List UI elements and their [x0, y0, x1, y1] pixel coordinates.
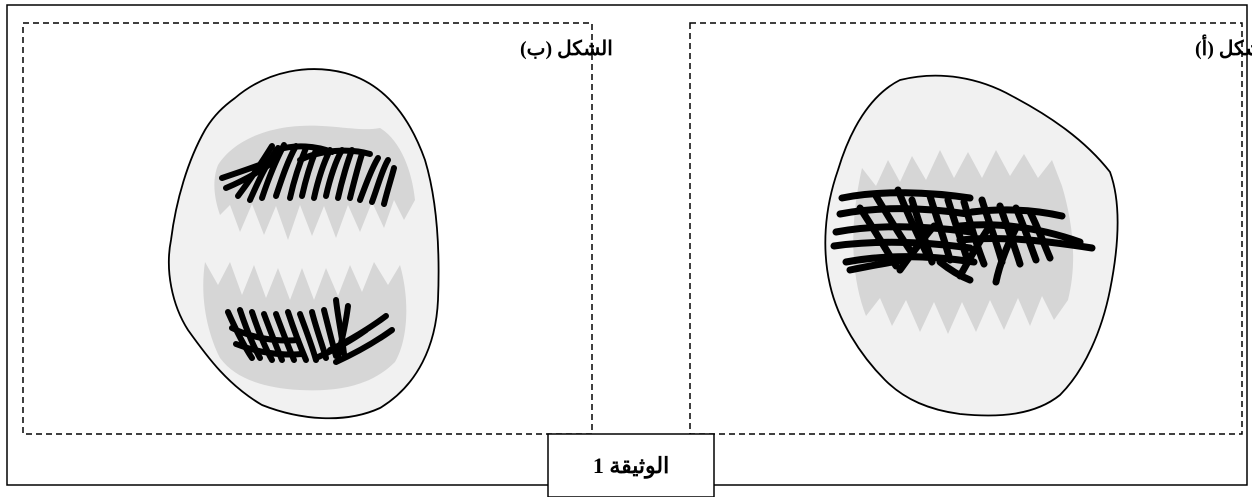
figure-b-label: الشكل (ب): [520, 38, 613, 60]
document-label: الوثيقة 1: [593, 453, 669, 479]
cell-a: [825, 76, 1117, 416]
figure-a-label: الشكل (أ): [1195, 34, 1252, 60]
cell-b: [169, 69, 439, 418]
